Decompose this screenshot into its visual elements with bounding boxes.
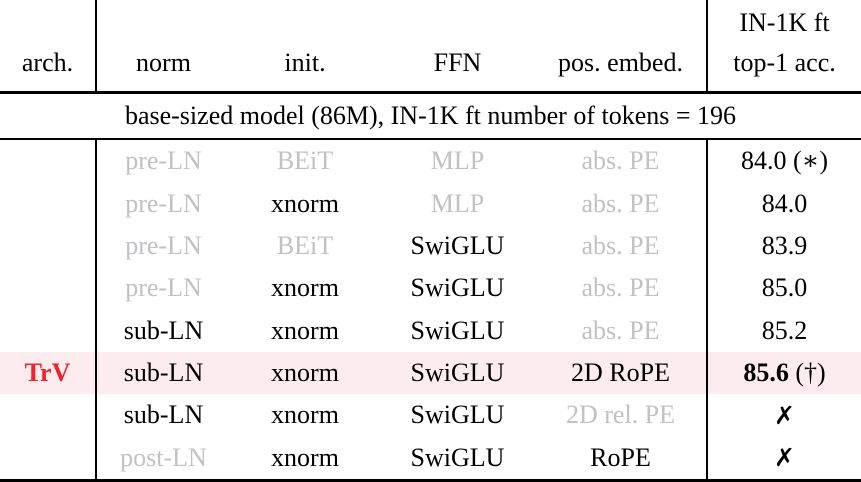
cell-arch: TrV xyxy=(0,351,97,395)
cell-top1-acc: 84.0 xyxy=(708,182,861,224)
cell-top1-acc: 85.0 xyxy=(708,267,861,309)
cell-init: xnorm xyxy=(271,315,339,345)
acc-value: 85.6 xyxy=(743,358,789,388)
cell-norm: pre-LN xyxy=(125,146,202,176)
cell-arch xyxy=(0,140,97,183)
cell-arch xyxy=(0,224,97,268)
cell-norm: sub-LN xyxy=(123,400,204,430)
acc-note: (†) xyxy=(788,358,826,388)
cell-ffn: SwiGLU xyxy=(410,442,505,472)
cross-mark-icon: ✗ xyxy=(774,400,795,430)
cell-pos-embed: abs. PE xyxy=(535,224,708,268)
table-row: sub-LN xnorm SwiGLU 2D rel. PE ✗ xyxy=(0,394,861,437)
cell-init: xnorm xyxy=(271,358,339,388)
acc-value: 85.2 xyxy=(761,315,808,345)
cell-ffn: SwiGLU xyxy=(410,315,505,345)
cell-ffn: SwiGLU xyxy=(410,400,505,430)
cell-ffn: SwiGLU xyxy=(410,230,505,260)
acc-value: 84.0 xyxy=(761,188,808,218)
cell-arch xyxy=(0,182,97,225)
table-row: pre-LN xnorm MLP abs. PE 84.0 xyxy=(0,182,861,225)
cell-ffn: SwiGLU xyxy=(410,273,505,303)
cell-pos-embed: RoPE xyxy=(535,436,708,479)
cell-top1-acc: ✗ xyxy=(708,437,861,479)
cell-init: BEiT xyxy=(276,146,334,176)
cell-init: xnorm xyxy=(271,273,339,303)
cell-init: xnorm xyxy=(271,442,339,472)
cell-ffn: MLP xyxy=(430,146,485,176)
cell-top1-acc: 83.9 xyxy=(708,225,861,267)
cell-init: xnorm xyxy=(271,188,339,218)
header-init: init. xyxy=(284,48,326,77)
acc-note: (∗) xyxy=(786,146,828,176)
cell-pos-embed: abs. PE xyxy=(535,182,708,225)
cell-top1-acc: 85.6 (†) xyxy=(708,352,861,394)
table-row: pre-LN BEiT SwiGLU abs. PE 83.9 xyxy=(0,224,861,268)
acc-value: 84.0 xyxy=(741,146,787,176)
cell-pos-embed: abs. PE xyxy=(535,309,708,352)
cell-arch xyxy=(0,394,97,437)
cross-mark-icon: ✗ xyxy=(774,443,795,473)
cell-init: xnorm xyxy=(271,400,339,430)
cell-norm: post-LN xyxy=(120,442,207,472)
table-group-caption: base-sized model (86M), IN-1K ft number … xyxy=(0,94,861,140)
table-row: pre-LN xnorm SwiGLU abs. PE 85.0 xyxy=(0,267,861,310)
acc-value: 85.0 xyxy=(761,273,808,303)
cell-norm: pre-LN xyxy=(125,230,202,260)
table-row: sub-LN xnorm SwiGLU abs. PE 85.2 xyxy=(0,309,861,352)
cell-arch xyxy=(0,267,97,310)
cell-norm: pre-LN xyxy=(125,188,202,218)
cell-top1-acc: ✗ xyxy=(708,394,861,436)
cell-norm: pre-LN xyxy=(125,273,202,303)
header-ffn: FFN xyxy=(433,48,482,77)
cell-arch xyxy=(0,309,97,352)
table-header: arch. norm init. FFN pos. embed. IN-1K f… xyxy=(0,0,861,94)
cell-arch xyxy=(0,436,97,479)
cell-pos-embed: abs. PE xyxy=(535,140,708,183)
cell-norm: sub-LN xyxy=(123,358,204,388)
cell-pos-embed: 2D rel. PE xyxy=(535,394,708,437)
header-arch: arch. xyxy=(0,0,97,91)
cell-ffn: MLP xyxy=(430,188,485,218)
acc-value: 83.9 xyxy=(761,230,808,260)
header-top1-acc: IN-1K ft top-1 acc. xyxy=(708,0,861,91)
table-row: post-LN xnorm SwiGLU RoPE ✗ xyxy=(0,436,861,479)
cell-pos-embed: abs. PE xyxy=(535,267,708,310)
cell-ffn: SwiGLU xyxy=(410,358,505,388)
header-top1-acc-line1: IN-1K ft xyxy=(739,8,830,37)
cell-top1-acc: 85.2 xyxy=(708,310,861,352)
header-norm: norm xyxy=(136,48,191,77)
header-pos-embed: pos. embed. xyxy=(535,0,708,91)
cell-init: BEiT xyxy=(276,230,334,260)
header-top1-acc-line2: top-1 acc. xyxy=(733,48,836,77)
cell-norm: sub-LN xyxy=(123,315,204,345)
cell-pos-embed: 2D RoPE xyxy=(535,351,708,395)
cell-top1-acc: 84.0 (∗) xyxy=(708,140,861,182)
